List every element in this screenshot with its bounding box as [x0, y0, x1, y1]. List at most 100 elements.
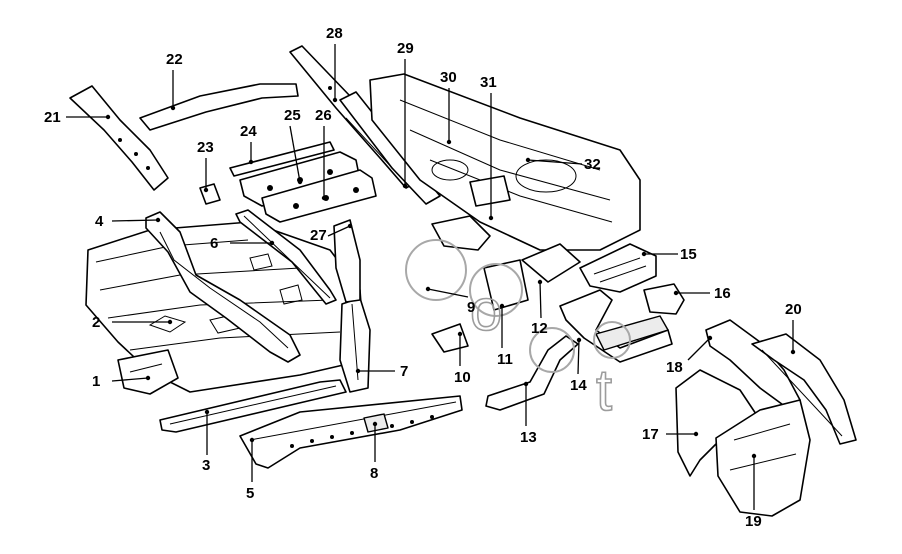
leader-dot-1: [145, 375, 151, 381]
leader-dot-13: [523, 381, 529, 387]
callout-label-4: 4: [95, 213, 104, 230]
callout-label-8: 8: [370, 465, 378, 482]
part-1-bracket: [117, 349, 179, 395]
leader-dot-32: [525, 157, 531, 163]
callout-label-2: 2: [92, 314, 100, 331]
part-7-pillar-lower: [339, 297, 371, 393]
callout-label-16: 16: [714, 285, 731, 302]
leader-dot-16: [673, 290, 679, 296]
leader-dot-27: [347, 223, 353, 229]
leader-dot-25: [297, 179, 303, 185]
leader-dot-3: [204, 409, 210, 415]
leader-dot-7: [355, 368, 361, 374]
leader-dot-26: [321, 195, 327, 201]
part-27-inner-pillar: [333, 219, 361, 303]
leader-dot-11: [499, 303, 505, 309]
leader-dot-19: [751, 453, 757, 459]
part-10-bracket: [431, 323, 469, 353]
part-29-tunnel: [339, 91, 441, 205]
callout-label-18: 18: [666, 359, 683, 376]
part-4-cross-member: [145, 211, 301, 363]
callout-label-1: 1: [92, 373, 100, 390]
leader-dot-6: [269, 240, 275, 246]
callout-label-32: 32: [584, 156, 601, 173]
leader-line-9: [427, 288, 469, 298]
leader-line-1: [111, 377, 149, 382]
leader-line-25: [289, 125, 301, 183]
part-24-brace: [229, 141, 335, 177]
leader-line-32: [527, 159, 583, 165]
callout-label-17: 17: [642, 426, 659, 443]
part-21-rail: [69, 85, 169, 191]
part-26-bracket: [261, 169, 377, 223]
callout-label-29: 29: [397, 40, 414, 57]
callout-label-15: 15: [680, 246, 697, 263]
callout-label-23: 23: [197, 139, 214, 156]
part-19-wheelhouse: [715, 399, 811, 517]
leader-line-18: [687, 337, 711, 361]
part-15-panel: [579, 243, 657, 293]
leader-line-27: [327, 225, 351, 237]
callout-label-25: 25: [284, 107, 301, 124]
leader-line-14: [577, 339, 580, 375]
leader-dot-28: [332, 97, 338, 103]
callout-label-9: 9: [467, 299, 475, 316]
part-23-clip: [199, 183, 221, 205]
callout-label-7: 7: [400, 363, 408, 380]
leader-dot-18: [707, 335, 713, 341]
callout-label-26: 26: [315, 107, 332, 124]
callout-label-14: 14: [570, 377, 587, 394]
callout-label-20: 20: [785, 301, 802, 318]
leader-dot-9: [425, 286, 431, 292]
callout-label-21: 21: [44, 109, 61, 126]
part-32-rear-floor: [369, 73, 641, 251]
leader-dot-15: [641, 251, 647, 257]
leader-dot-4: [155, 217, 161, 223]
leader-dot-22: [170, 105, 176, 111]
leader-dot-20: [790, 349, 796, 355]
callout-label-28: 28: [326, 25, 343, 42]
leader-dot-24: [248, 159, 254, 165]
callout-label-27: 27: [310, 227, 327, 244]
leader-dot-21: [105, 114, 111, 120]
callout-label-30: 30: [440, 69, 457, 86]
callouts: 1234567891011121314151617181920212223242…: [44, 25, 802, 530]
leader-dot-31: [488, 215, 494, 221]
callout-label-31: 31: [480, 74, 497, 91]
part-6-side-rail: [235, 209, 337, 305]
part-11-mount: [483, 259, 529, 311]
leader-dot-8: [372, 421, 378, 427]
callout-label-19: 19: [745, 513, 762, 530]
callout-label-11: 11: [497, 351, 513, 368]
leader-dot-30: [446, 139, 452, 145]
leader-dot-12: [537, 279, 543, 285]
callout-label-10: 10: [454, 369, 471, 386]
leader-dot-29: [402, 183, 408, 189]
part-13-arm: [485, 335, 579, 411]
part-14-arm: [559, 289, 673, 363]
leader-line-12: [539, 281, 542, 319]
part-22-roof-bow: [139, 83, 299, 131]
callout-label-6: 6: [210, 235, 218, 252]
callout-label-5: 5: [246, 485, 254, 502]
part-12-bracket: [521, 243, 581, 283]
leader-dot-10: [457, 331, 463, 337]
callout-label-22: 22: [166, 51, 183, 68]
callout-label-3: 3: [202, 457, 210, 474]
watermark-text-bottom: t: [596, 358, 612, 423]
part-16-bracket: [643, 283, 685, 315]
callout-label-24: 24: [240, 123, 257, 140]
part-31-bracket: [469, 175, 511, 207]
callout-label-12: 12: [531, 320, 548, 337]
leader-dot-14: [576, 337, 582, 343]
leader-dot-17: [693, 431, 699, 437]
part-20-outer-arch: [751, 333, 857, 445]
watermark-text-top: o: [470, 278, 502, 343]
leader-dot-2: [167, 319, 173, 325]
leader-dot-23: [203, 187, 209, 193]
leader-dot-5: [249, 437, 255, 443]
watermark: o t: [405, 239, 631, 424]
callout-label-13: 13: [520, 429, 537, 446]
